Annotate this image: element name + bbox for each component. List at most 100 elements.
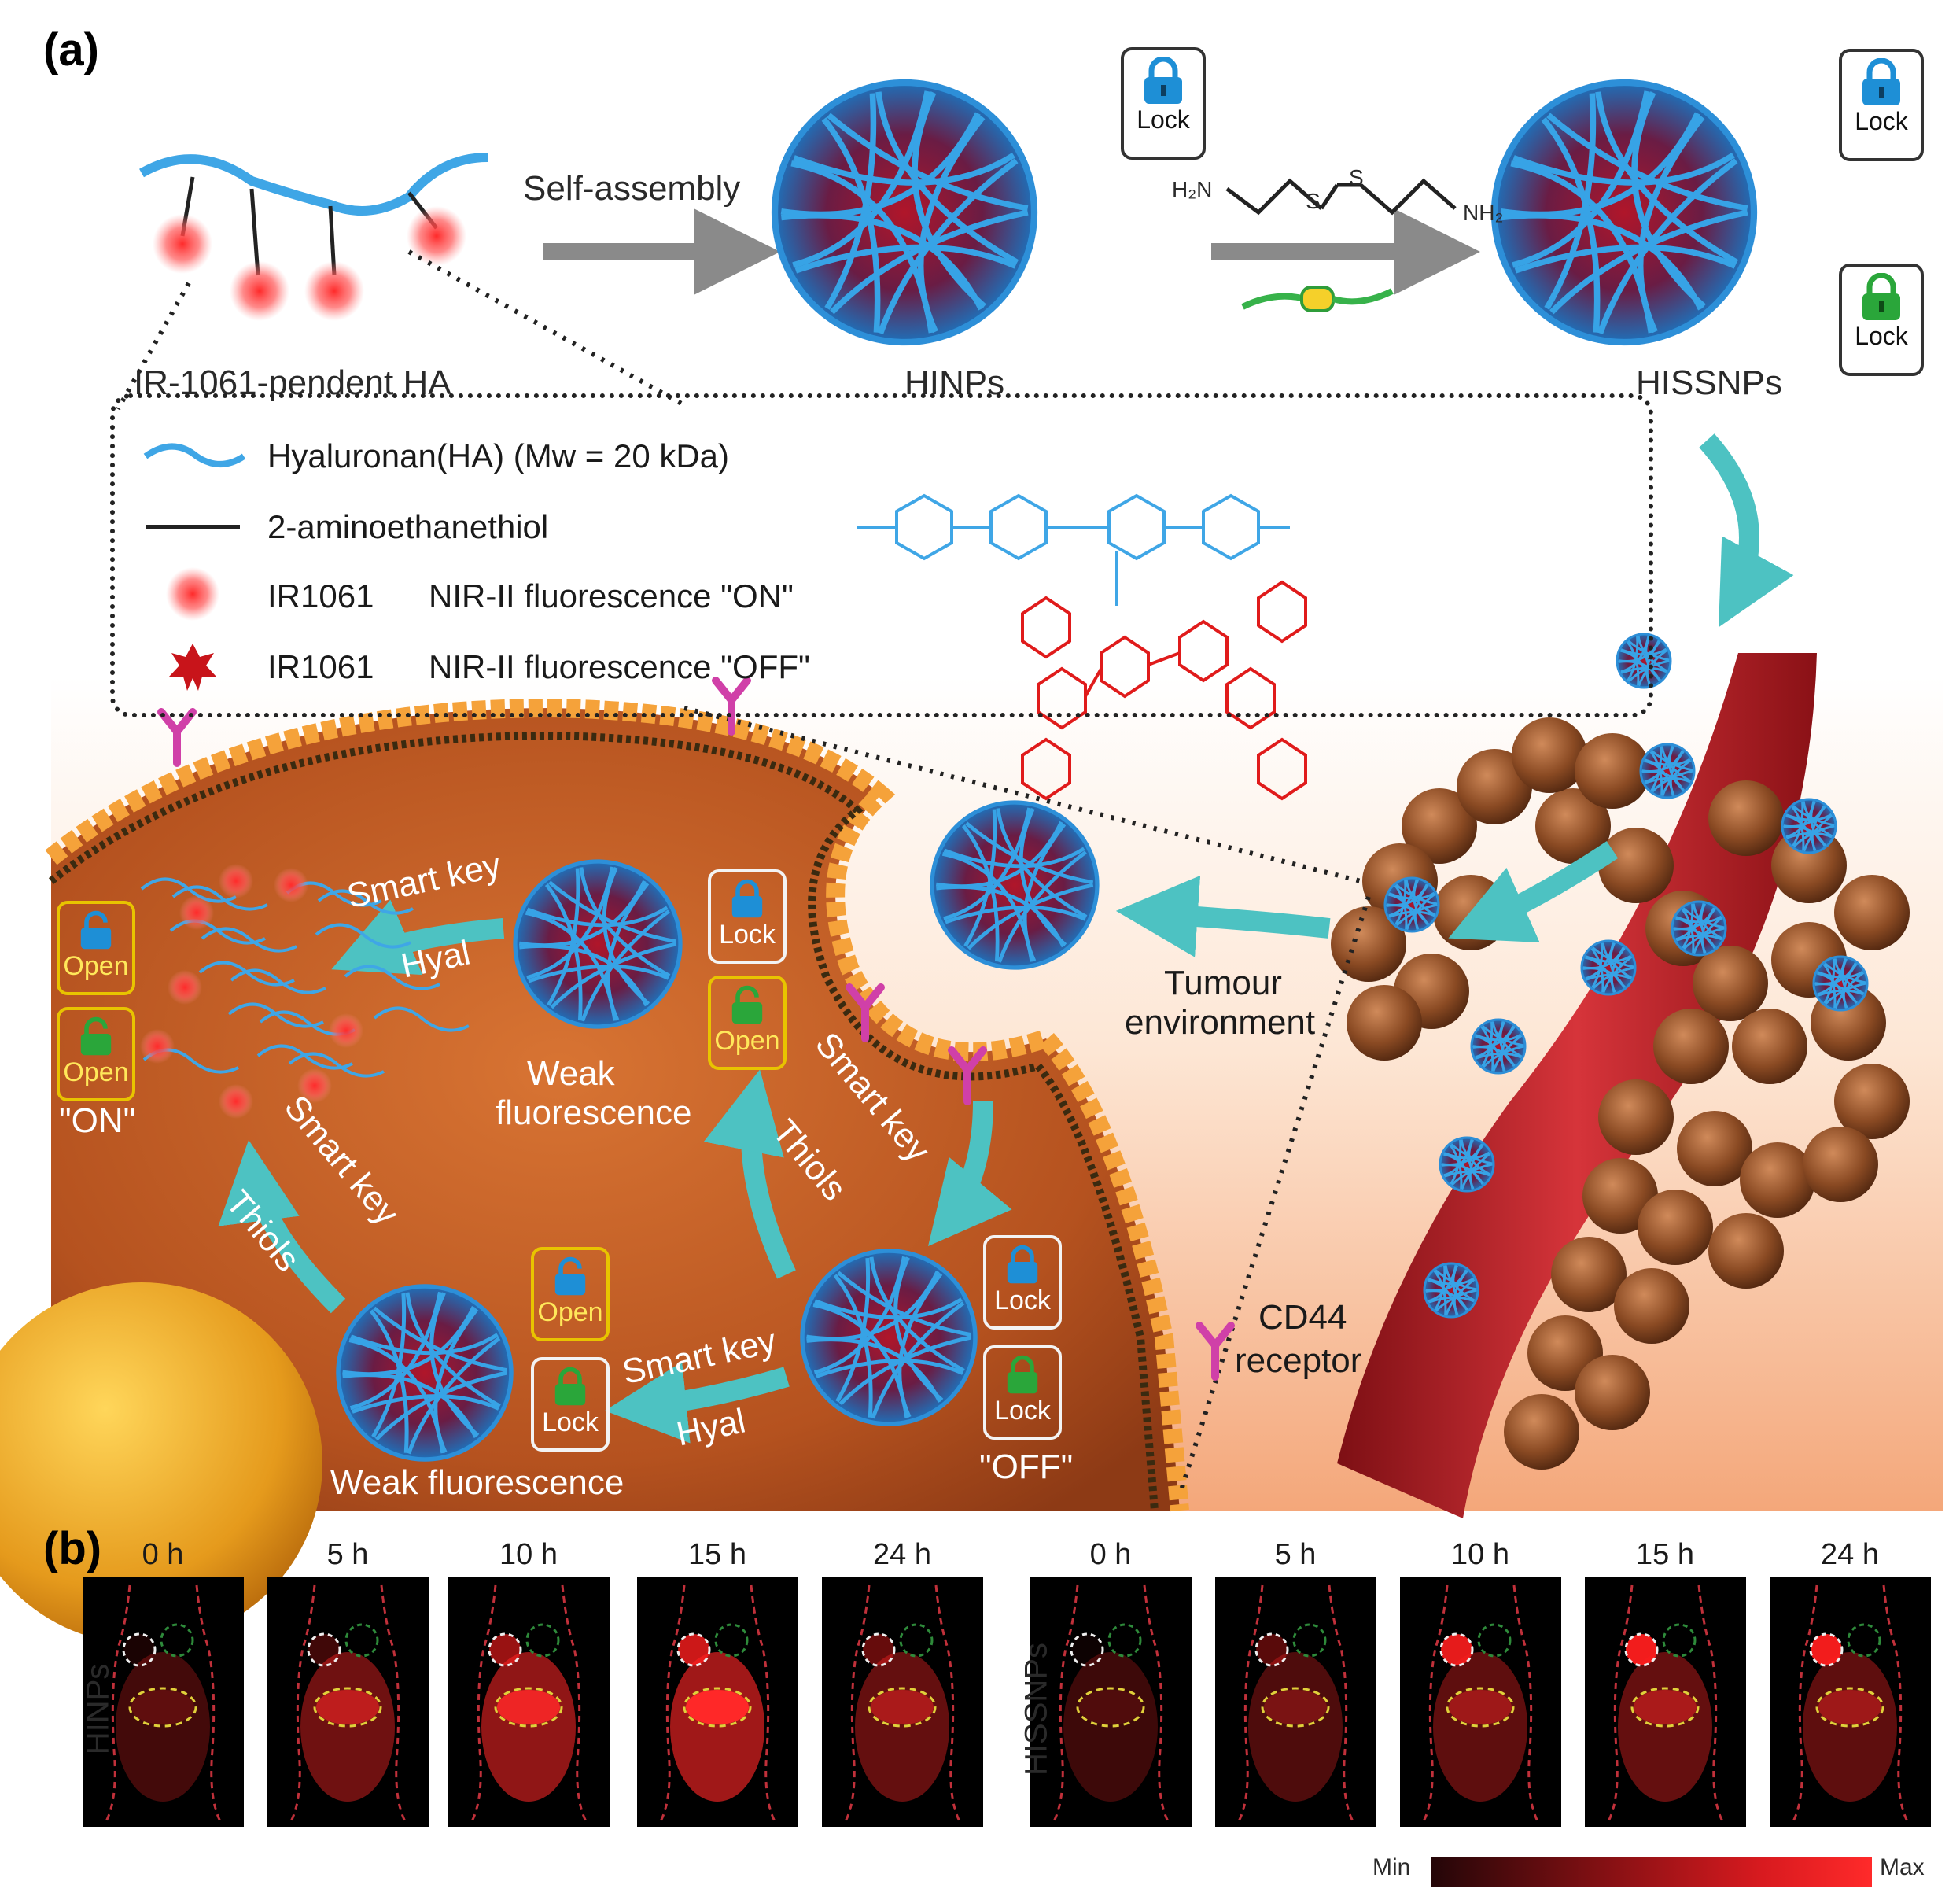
cd44-receptor — [846, 983, 885, 1042]
cd44-line1: CD44 — [1258, 1298, 1347, 1337]
liver-signal — [1449, 1690, 1512, 1724]
off-label: "OFF" — [979, 1448, 1074, 1486]
mouse-body-signal — [1433, 1652, 1527, 1802]
tumour-cell — [1598, 828, 1674, 903]
lock-text: Lock — [1855, 107, 1908, 135]
ir1061-on-dot — [329, 1013, 363, 1048]
self-assembly-label: Self-assembly — [523, 169, 741, 208]
porous-sphere — [0, 1282, 322, 1644]
weak-fluorescence-label: Weak fluorescence — [330, 1463, 624, 1502]
row-label-hissnps: HISSNPs — [1019, 1643, 1054, 1776]
open-text: Open — [714, 1026, 780, 1056]
liver-signal — [1264, 1690, 1327, 1724]
tumour-signal — [1439, 1632, 1474, 1667]
nanoparticle-vessel — [1423, 1262, 1479, 1319]
cd44-line2: receptor — [1235, 1341, 1362, 1380]
tumour-cell — [1740, 1142, 1815, 1218]
tumour-cell — [1677, 1111, 1752, 1186]
time-label: 24 h — [873, 1538, 931, 1571]
tumour-cell — [1535, 788, 1611, 864]
mouse-image — [1215, 1577, 1376, 1827]
hinps-nanoparticle — [771, 79, 1038, 346]
colorbar-max: Max — [1880, 1854, 1925, 1880]
lock-badge-hinps: Lock — [1121, 47, 1206, 160]
liver-signal — [497, 1690, 560, 1724]
legend-linker-text: 2-aminoethanethiol — [267, 508, 549, 545]
time-label: 15 h — [1636, 1538, 1694, 1571]
tumour-cell — [1582, 1158, 1658, 1234]
mouse-image — [448, 1577, 610, 1827]
ir1061-on-dot — [168, 970, 202, 1005]
badge-open-blue-2: Open — [531, 1247, 610, 1341]
ir1061-on-dot — [179, 895, 214, 930]
badge-open-green-1: Open — [708, 976, 787, 1070]
tumour-signal — [861, 1632, 896, 1667]
legend-ir-on-icon — [166, 567, 219, 621]
lock-text: Lock — [994, 1286, 1051, 1315]
legend-ir-off-icon — [169, 644, 216, 691]
colorbar — [1431, 1857, 1872, 1887]
weak-fl-line1: Weak — [527, 1054, 615, 1093]
nanoparticle-vessel — [1671, 900, 1727, 957]
lock-badge-hissnps-blue: Lock — [1839, 49, 1924, 161]
time-label: 24 h — [1821, 1538, 1879, 1571]
tumour-cell — [1512, 717, 1587, 793]
lock-text: Lock — [994, 1396, 1051, 1426]
tumour-cell — [1551, 1237, 1627, 1312]
tumour-cell — [1457, 749, 1532, 824]
tumour-cell — [1693, 946, 1768, 1021]
mouse-body-signal — [855, 1652, 949, 1802]
panel-a-label: (a) — [43, 24, 99, 76]
lock-blue-icon — [731, 879, 763, 918]
mouse-image — [822, 1577, 983, 1827]
mouse-body-signal — [300, 1652, 395, 1802]
mouse-body-signal — [670, 1652, 764, 1802]
cell-membrane — [45, 698, 1189, 1512]
badge-lock-green-2: Lock — [531, 1357, 610, 1452]
panel-b-label: (b) — [43, 1523, 102, 1574]
nanoparticle-endocytosed — [930, 800, 1100, 970]
time-label: 5 h — [326, 1538, 369, 1571]
cystamine-s2: S — [1349, 165, 1364, 190]
tumour-env-line1: Tumour — [1164, 964, 1282, 1002]
cystamine-s1: S — [1306, 189, 1321, 213]
mouse-body-signal — [1803, 1652, 1897, 1802]
legend-ha-icon — [143, 443, 246, 467]
lock-blue-icon — [1144, 57, 1182, 104]
hissnps-label: HISSNPs — [1636, 363, 1782, 402]
ir1061-on-dot — [219, 864, 253, 898]
open-text: Open — [63, 1057, 129, 1087]
tumour-signal — [488, 1632, 522, 1667]
nanoparticle-vessel — [1470, 1018, 1527, 1075]
tumour-signal — [307, 1632, 341, 1667]
ir1061-structure — [1021, 580, 1307, 801]
lock-blue-icon — [1862, 58, 1900, 105]
liver-signal — [1818, 1690, 1881, 1724]
lock-text: Lock — [542, 1407, 599, 1437]
tumour-signal — [1809, 1632, 1844, 1667]
mouse-body-signal — [116, 1652, 210, 1802]
ir1061-on-dot — [140, 1029, 175, 1064]
lock-blue-icon — [1007, 1245, 1038, 1284]
cell-membrane-inner — [48, 731, 1159, 1511]
mouse-image — [1585, 1577, 1746, 1827]
legend-box — [110, 393, 1653, 717]
nanoparticle-vessel — [1439, 1136, 1495, 1193]
unlock-blue-icon — [80, 910, 112, 950]
tumour-cell — [1402, 788, 1477, 864]
badge-open-blue-on: Open — [57, 901, 135, 995]
tumour-cell — [1708, 780, 1784, 856]
liver-signal — [316, 1690, 379, 1724]
mouse-image — [1400, 1577, 1561, 1827]
ir1061-on-dot — [274, 868, 308, 902]
tumour-signal — [676, 1632, 711, 1667]
mouse-body-signal — [1248, 1652, 1343, 1802]
unlock-green-icon — [80, 1016, 112, 1056]
liver-signal — [1634, 1690, 1697, 1724]
mouse-image — [1030, 1577, 1192, 1827]
mouse-image — [83, 1577, 244, 1827]
open-text: Open — [537, 1297, 603, 1327]
chemical-structure — [857, 493, 1290, 606]
liver-signal — [131, 1690, 194, 1724]
nanoparticle-vessel — [1781, 798, 1837, 854]
